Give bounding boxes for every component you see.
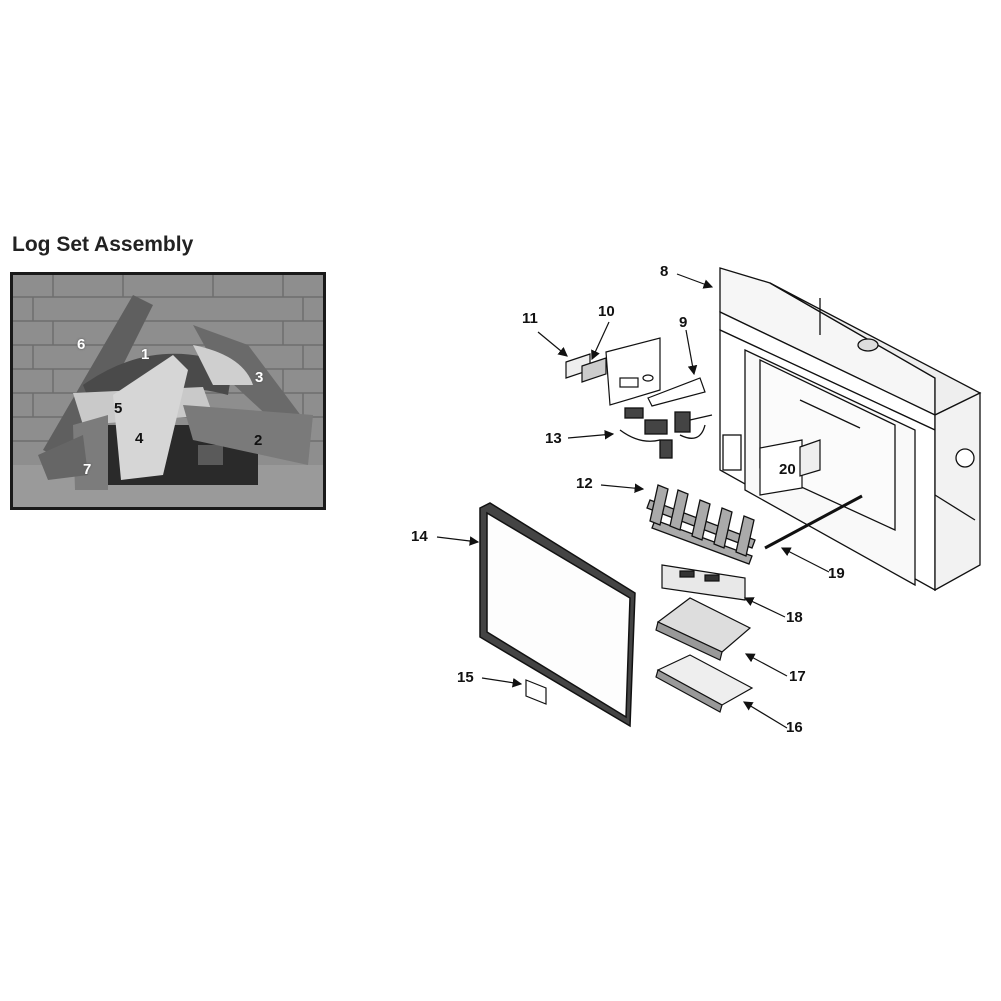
callout-13: 13 <box>545 430 562 447</box>
leader-arrows <box>436 273 830 729</box>
part-19 <box>764 494 863 550</box>
callout-14: 14 <box>411 528 428 545</box>
part-12 <box>646 484 756 565</box>
log-label-1: 1 <box>141 346 150 363</box>
panel-20-part <box>759 439 821 496</box>
callout-10: 10 <box>598 303 615 320</box>
diagram-title: Log Set Assembly <box>12 233 194 256</box>
log-label-2: 2 <box>254 432 263 449</box>
callout-17: 17 <box>789 668 806 685</box>
part-16 <box>655 654 754 713</box>
log-label-7: 7 <box>83 461 92 478</box>
part-11 <box>565 353 607 383</box>
part-9 <box>647 377 706 407</box>
part-10 <box>605 337 661 406</box>
callout-15: 15 <box>457 669 474 686</box>
log-label-6: 6 <box>77 336 86 353</box>
log-set-illustration <box>13 275 323 507</box>
part-15 <box>525 679 547 705</box>
firebox-part <box>719 267 982 592</box>
log-label-5: 5 <box>114 400 123 417</box>
part-13 <box>619 407 713 459</box>
part-18 <box>661 564 746 601</box>
callout-20: 20 <box>779 461 796 478</box>
callout-19: 19 <box>828 565 845 582</box>
part-17 <box>655 597 752 661</box>
callout-9: 9 <box>679 314 688 331</box>
callout-18: 18 <box>786 609 803 626</box>
callout-11: 11 <box>522 310 538 327</box>
callout-8: 8 <box>660 263 669 280</box>
part-14 <box>479 502 636 728</box>
log-label-4: 4 <box>135 430 144 447</box>
callout-12: 12 <box>576 475 593 492</box>
callout-16: 16 <box>786 719 803 736</box>
log-set-photo: 6 1 3 5 4 2 7 <box>10 272 326 510</box>
log-label-3: 3 <box>255 369 264 386</box>
